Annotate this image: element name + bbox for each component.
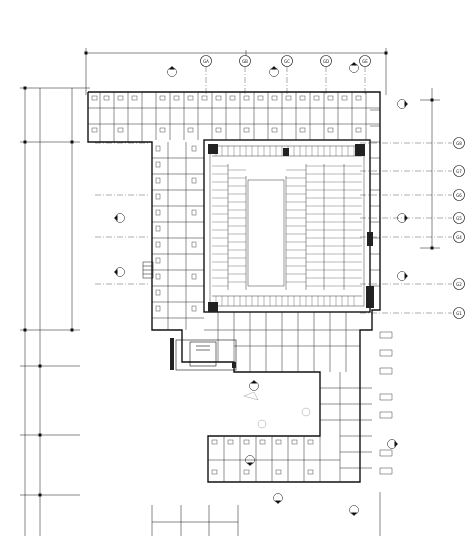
grid-tag-g7: G7 [456, 169, 462, 174]
grid-bubble-ga: GA [200, 55, 212, 67]
grid-tag-gd: GD [323, 59, 329, 64]
right-grid-bubbles: G8 G7 G6 G5 G4 G2 G1 [453, 137, 465, 319]
south-wing-units [208, 436, 340, 482]
grid-lines [95, 66, 452, 314]
grid-bubble-g5: G5 [453, 212, 465, 224]
courtyard-landscape [243, 391, 311, 429]
east-wing-units [370, 109, 380, 287]
grid-bubble-gb: GB [239, 55, 251, 67]
grid-tag-g6: G6 [456, 193, 462, 198]
parking-stalls [212, 146, 362, 306]
dimension-strings [20, 48, 440, 536]
grid-tag-ga: GA [203, 59, 209, 64]
parking-garage [209, 145, 365, 307]
north-wing-units [88, 92, 380, 142]
east-wing-south-units [320, 372, 372, 482]
grid-bubble-g7: G7 [453, 165, 465, 177]
west-wing-units [152, 142, 204, 330]
garage-columns [208, 144, 374, 312]
grid-bubble-g6: G6 [453, 189, 465, 201]
grid-tag-g5: G5 [456, 216, 462, 221]
grid-bubble-gd: GD [320, 55, 332, 67]
south-central-units [204, 312, 372, 372]
grid-tag-g1: G1 [456, 311, 462, 316]
south-wing-fixtures [211, 439, 314, 475]
dimension-ticks [23, 51, 434, 497]
east-side-tags [379, 331, 393, 475]
grid-bubble-g8: G8 [453, 137, 465, 149]
entry-columns [170, 338, 236, 370]
grid-bubble-g4: G4 [453, 231, 465, 243]
grid-tag-gc: GC [284, 59, 290, 64]
grid-bubble-g2: G2 [453, 278, 465, 290]
grid-bubble-ge: GE [359, 55, 371, 67]
top-grid-bubbles: GA GB GC GD GE [200, 55, 371, 67]
grid-bubble-g1: G1 [453, 307, 465, 319]
grid-tag-g4: G4 [456, 235, 462, 240]
grid-tag-gb: GB [242, 59, 248, 64]
north-wing-fixtures [91, 95, 362, 133]
west-stair [142, 261, 154, 279]
section-markers [115, 63, 407, 515]
entry-lobby [175, 339, 237, 371]
west-wing-fixtures [155, 145, 197, 312]
section-marker-triangles [114, 62, 408, 516]
grid-bubble-gc: GC [281, 55, 293, 67]
grid-tag-g8: G8 [456, 141, 462, 146]
grid-tag-ge: GE [362, 59, 368, 64]
grid-tag-g2: G2 [456, 282, 462, 287]
